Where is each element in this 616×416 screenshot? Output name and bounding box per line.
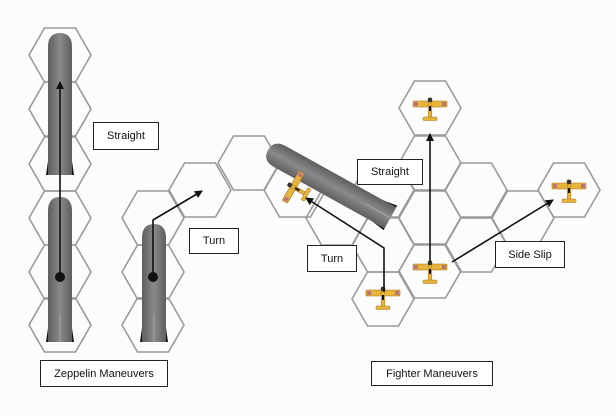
hex-cell — [28, 81, 92, 137]
zeppelin-body — [266, 143, 397, 229]
zeppelin-maneuvers-title: Zeppelin Maneuvers — [40, 360, 168, 387]
zeppelin-body — [142, 224, 166, 342]
arrows — [55, 81, 554, 292]
zeppelin — [140, 224, 168, 342]
hex-cell — [351, 271, 415, 327]
hex-cell — [537, 162, 601, 218]
hex-cell — [398, 243, 462, 299]
fighter-turn-arrow — [305, 197, 385, 292]
zeppelin-straight-label: Straight — [93, 122, 159, 150]
biplane-icon — [412, 260, 448, 284]
hex-cell — [398, 80, 462, 136]
biplane-icon — [412, 97, 448, 121]
hex-cell — [121, 297, 185, 353]
hex-cell — [444, 162, 508, 218]
zeppelin-turn-label: Turn — [189, 228, 239, 254]
fighter-turn-label: Turn — [307, 245, 357, 272]
fighter-maneuvers-title: Fighter Maneuvers — [371, 361, 493, 386]
fighter-straight-label: Straight — [357, 159, 423, 185]
fighters — [278, 97, 587, 310]
zeppelin — [266, 143, 398, 231]
zeppelins — [46, 33, 398, 342]
fighter-side-slip-arrow — [451, 199, 554, 263]
biplane-icon — [551, 179, 587, 203]
fighter-side-slip-label: Side Slip — [495, 241, 565, 268]
hex-cell — [28, 297, 92, 353]
hex-grid — [28, 27, 601, 353]
zeppelin-turn-arrow — [152, 190, 203, 277]
biplane-icon — [365, 286, 401, 310]
zeppelin-keel — [365, 203, 391, 219]
hex-cell — [168, 162, 232, 218]
